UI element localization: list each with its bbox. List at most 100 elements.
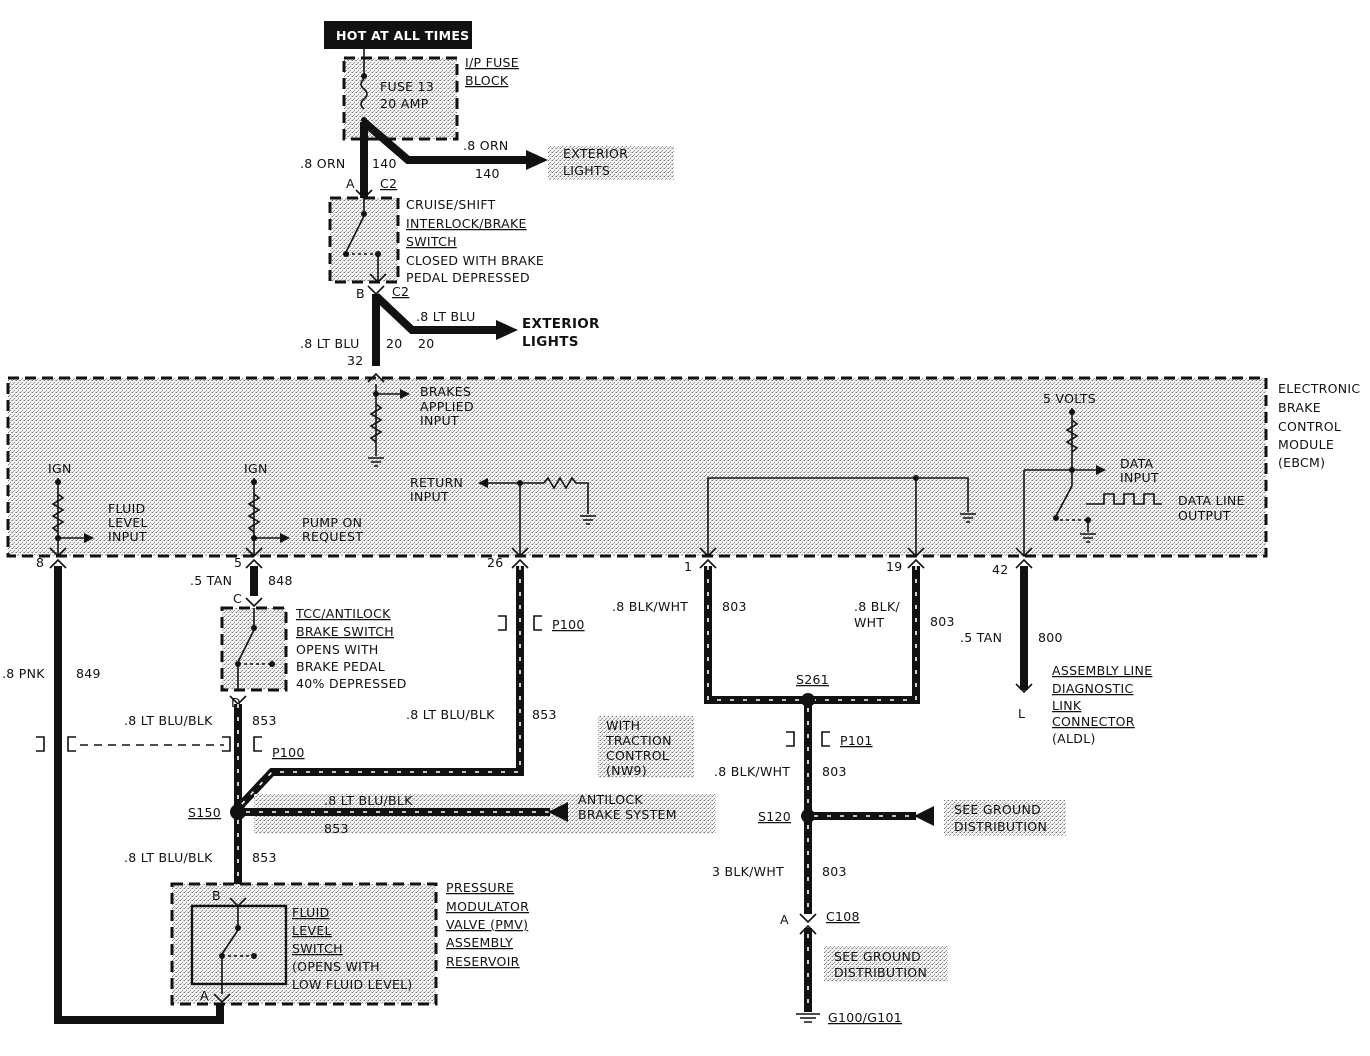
- wire-803-c-gauge: .8 BLK/WHT: [714, 764, 790, 779]
- aldl-label-4: CONNECTOR: [1052, 714, 1135, 729]
- pin-32-connector-icon: [367, 372, 385, 383]
- ebcm-ground-loop: [707, 477, 969, 556]
- ground-dist-1-arrow-icon: [914, 806, 934, 826]
- pin-1-label: 1: [684, 559, 692, 574]
- return-input-label-2: INPUT: [410, 489, 449, 504]
- c108-pin: A: [780, 912, 789, 927]
- return-resistor-icon: [543, 476, 589, 514]
- wire-853-b-circuit: 853: [532, 707, 557, 722]
- fuse-block-name-1: I/P FUSE: [465, 55, 519, 70]
- wire-803-pin1: [704, 566, 808, 704]
- exterior-lights-mid-1: EXTERIOR: [522, 316, 600, 332]
- wire-803-d-gauge: 3 BLK/WHT: [712, 864, 784, 879]
- wire-140-branch: [361, 118, 528, 164]
- wire-853-c-circuit: 853: [324, 821, 349, 836]
- fluid-switch-label-1: FLUID: [292, 905, 330, 920]
- brakes-applied-resistor-icon: [369, 403, 383, 443]
- p100-connector-icon: [498, 615, 542, 631]
- p101-label: P101: [840, 733, 873, 748]
- exterior-lights-top-shade: [548, 146, 674, 180]
- pump-on-label-1: PUMP ON: [302, 515, 362, 530]
- p100-alt-connector-right-icon: [222, 736, 262, 752]
- ebcm-label-2: BRAKE: [1278, 400, 1321, 415]
- fluid-level-label-1: FLUID: [108, 501, 146, 516]
- wire-803-b-circuit: 803: [930, 614, 955, 629]
- cruise-switch-label-2: INTERLOCK/BRAKE: [406, 216, 527, 231]
- exterior-lights-top-1: EXTERIOR: [563, 146, 628, 161]
- wire-20-pin: 32: [347, 353, 364, 368]
- fuse-icon: [360, 78, 368, 110]
- fluid-switch-blade: [221, 929, 239, 955]
- traction-control-shade: [598, 716, 694, 778]
- c2-top-name: C2: [380, 176, 397, 191]
- pump-on-arrow-icon: [280, 533, 290, 543]
- fluid-switch-label-3: SWITCH: [292, 941, 343, 956]
- ebcm-label-3: CONTROL: [1278, 419, 1341, 434]
- traction-control-2: TRACTION: [605, 733, 672, 748]
- hot-at-all-times-label: HOT AT ALL TIMES: [336, 28, 469, 43]
- c2-bottom-name: C2: [392, 284, 409, 299]
- wire-853-a-gauge: .8 LT BLU/BLK: [124, 713, 213, 728]
- fluid-switch-label-2: LEVEL: [292, 923, 332, 938]
- wire-803-b-gauge-2: WHT: [854, 615, 884, 630]
- pin-42-label: 42: [992, 562, 1009, 577]
- brakes-applied-ground-icon: [368, 457, 384, 467]
- wire-849-gauge: .8 PNK: [2, 666, 45, 681]
- data-line-waveform-icon: [1086, 493, 1162, 505]
- ground-dist-1-line1: SEE GROUND: [954, 802, 1041, 817]
- fuse-block-name-2: BLOCK: [465, 73, 509, 88]
- wire-849-circuit: 849: [76, 666, 101, 681]
- wire-803-a-circuit: 803: [722, 599, 747, 614]
- fluid-switch-label-4: (OPENS WITH: [292, 959, 380, 974]
- wire-853-d-circuit: 853: [252, 850, 277, 865]
- pmv-label-2: MODULATOR: [446, 899, 529, 914]
- cruise-switch-label-1: CRUISE/SHIFT: [406, 197, 496, 212]
- ground-dist-2-line1: SEE GROUND: [834, 949, 921, 964]
- antilock-label-1: ANTILOCK: [578, 792, 643, 807]
- ign-left-label: IGN: [48, 461, 72, 476]
- wire-140-right-circuit: 140: [475, 166, 500, 181]
- exterior-lights-top-2: LIGHTS: [563, 163, 610, 178]
- wire-20-left-circuit: 20: [386, 336, 403, 351]
- traction-control-4: (NW9): [606, 763, 647, 778]
- tcc-switch-label-3: OPENS WITH: [296, 642, 379, 657]
- five-volts-label: 5 VOLTS: [1043, 391, 1096, 406]
- connector-c-pin-top: C: [233, 591, 242, 606]
- wire-140-left-gauge: .8 ORN: [300, 156, 346, 171]
- p101-connector-icon: [786, 731, 830, 747]
- wire-20-branch-circuit: 20: [418, 336, 435, 351]
- wire-800-circuit: 800: [1038, 630, 1063, 645]
- wire-800-gauge: .5 TAN: [960, 630, 1002, 645]
- wire-20-branch-gauge: .8 LT BLU: [416, 309, 476, 324]
- data-input-arrow-icon: [1096, 465, 1106, 475]
- fluid-level-arrow-icon: [84, 533, 94, 543]
- cruise-switch-label-5: PEDAL DEPRESSED: [406, 270, 530, 285]
- ground-dist-1-shade: [944, 800, 1066, 836]
- ign-mid-label: IGN: [244, 461, 268, 476]
- tcc-switch-label-1: TCC/ANTILOCK: [295, 606, 391, 621]
- p100-a-label: P100: [552, 617, 585, 632]
- traction-control-1: WITH: [606, 718, 640, 733]
- wire-853-pin26: [237, 566, 524, 809]
- antilock-label-2: BRAKE SYSTEM: [578, 807, 677, 822]
- wire-853-b-gauge: .8 LT BLU/BLK: [406, 707, 495, 722]
- return-input-arrow-icon: [478, 478, 488, 488]
- ground-dist-1-line2: DISTRIBUTION: [954, 819, 1047, 834]
- ground-dist-2-line2: DISTRIBUTION: [834, 965, 927, 980]
- data-pullup-resistor-icon: [1065, 419, 1079, 453]
- data-line-label-2: OUTPUT: [1178, 508, 1231, 523]
- aldl-label-1: ASSEMBLY LINE: [1052, 663, 1152, 678]
- aldl-label-2: DIAGNOSTIC: [1052, 681, 1134, 696]
- c2-bottom-pin: B: [356, 286, 365, 301]
- pump-on-resistor-icon: [247, 493, 261, 533]
- brakes-applied-label-3: INPUT: [420, 413, 459, 428]
- wire-853-c-gauge: .8 LT BLU/BLK: [324, 793, 413, 808]
- c2-bottom-connector-icon: [367, 285, 385, 296]
- wire-853-a-circuit: 853: [252, 713, 277, 728]
- pin-8-label: 8: [36, 555, 44, 570]
- cruise-switch-label-3: SWITCH: [406, 234, 457, 249]
- tcc-switch-label-5: 40% DEPRESSED: [296, 676, 407, 691]
- pmv-pin-b: B: [212, 888, 221, 903]
- fluid-level-resistor-icon: [51, 493, 65, 533]
- fluid-level-label-2: LEVEL: [108, 515, 148, 530]
